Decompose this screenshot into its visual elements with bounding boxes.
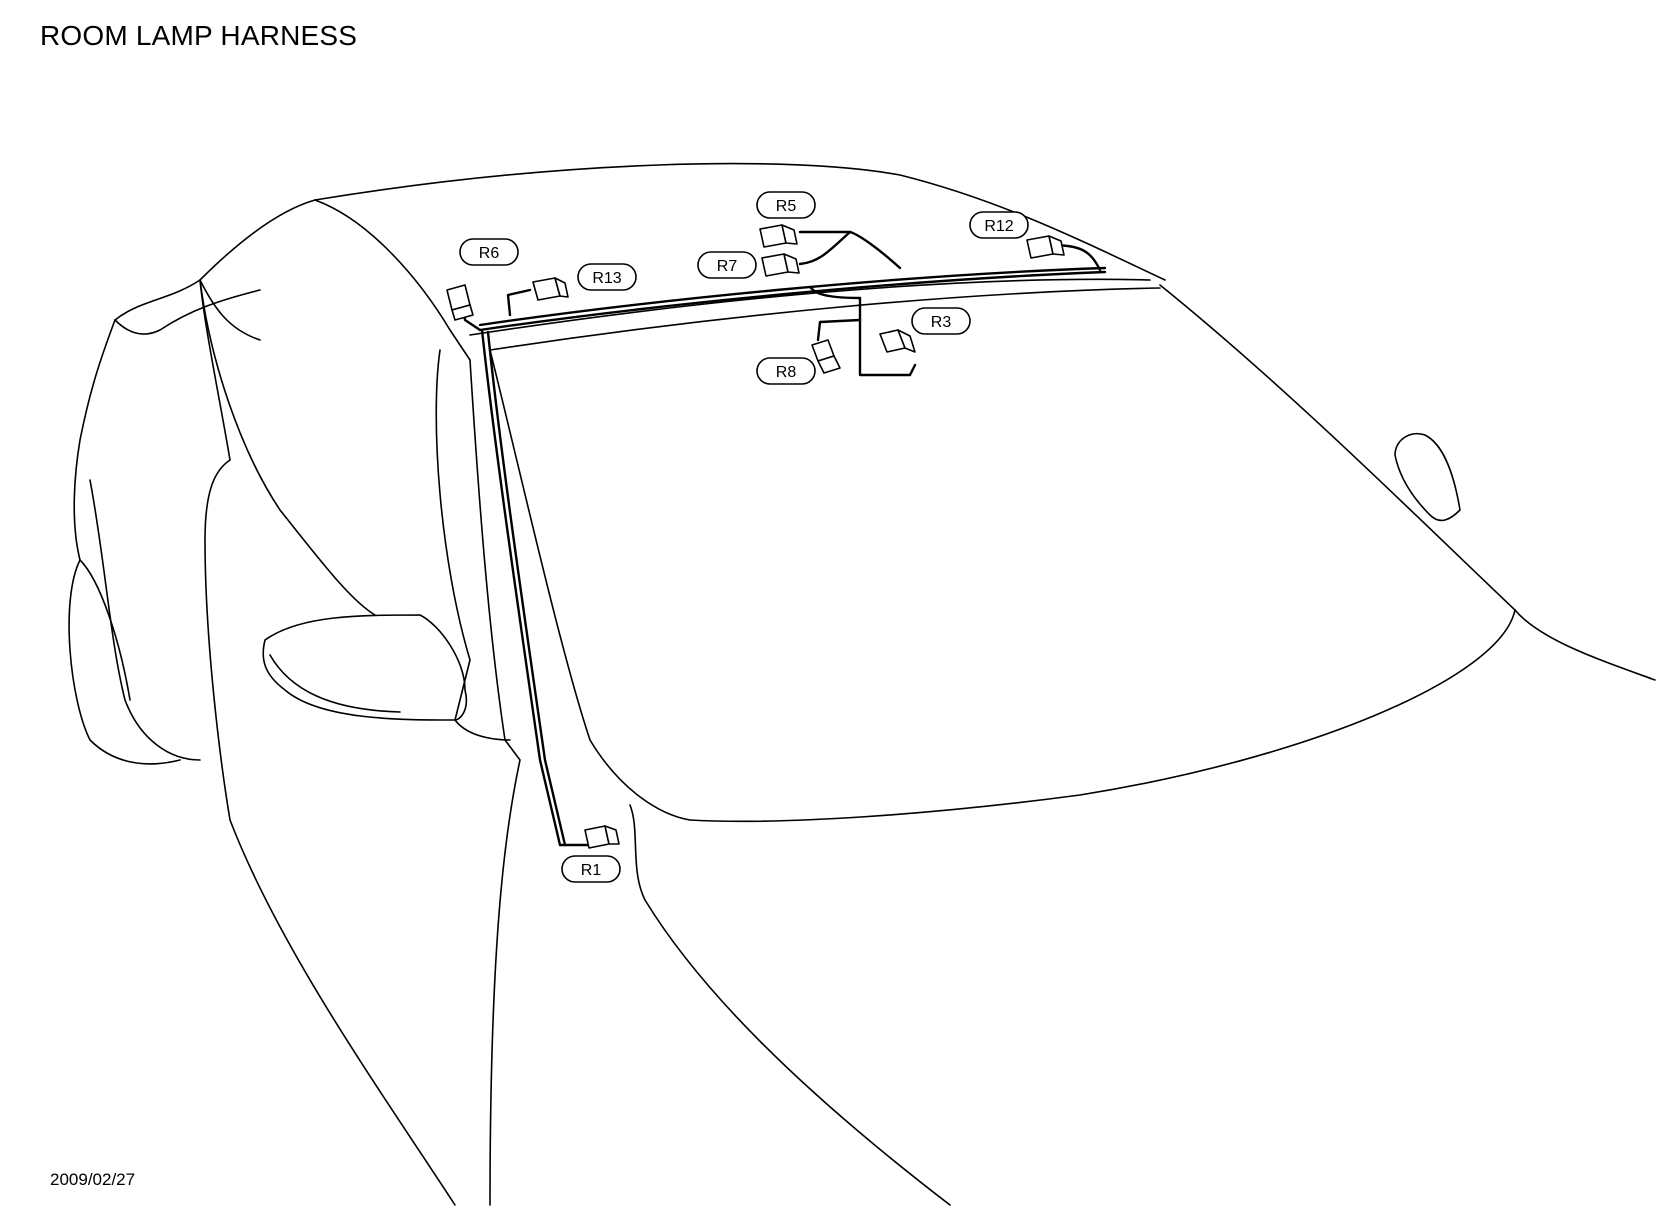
label-R6: R6 bbox=[459, 238, 519, 266]
car-outline bbox=[68, 162, 1656, 1206]
svg-text:R12: R12 bbox=[984, 218, 1013, 235]
label-R12: R12 bbox=[969, 211, 1029, 239]
connector-R6-block bbox=[446, 284, 474, 321]
connector-R5-block bbox=[759, 224, 798, 248]
label-R3: R3 bbox=[911, 307, 971, 335]
connector-R3-block bbox=[879, 329, 916, 353]
connector-R8-block bbox=[811, 339, 841, 374]
connector-R1-block bbox=[584, 825, 620, 849]
harness-wiring bbox=[460, 230, 1107, 847]
diagram-date: 2009/02/27 bbox=[50, 1170, 136, 1189]
svg-text:R5: R5 bbox=[776, 198, 797, 215]
label-R8: R8 bbox=[756, 357, 816, 385]
connector-R7-block bbox=[761, 253, 800, 277]
svg-text:R7: R7 bbox=[717, 258, 738, 275]
svg-text:R13: R13 bbox=[592, 270, 621, 287]
svg-text:R6: R6 bbox=[479, 245, 500, 262]
svg-text:R3: R3 bbox=[931, 314, 952, 331]
label-R5: R5 bbox=[756, 191, 816, 219]
label-R1: R1 bbox=[561, 855, 621, 883]
diagram-title: ROOM LAMP HARNESS bbox=[40, 20, 358, 51]
svg-text:R1: R1 bbox=[581, 862, 602, 879]
label-R13: R13 bbox=[577, 263, 637, 291]
connector-R12-block bbox=[1026, 235, 1065, 259]
label-R7: R7 bbox=[697, 251, 757, 279]
connector-R13-block bbox=[532, 277, 569, 301]
svg-text:R8: R8 bbox=[776, 364, 797, 381]
